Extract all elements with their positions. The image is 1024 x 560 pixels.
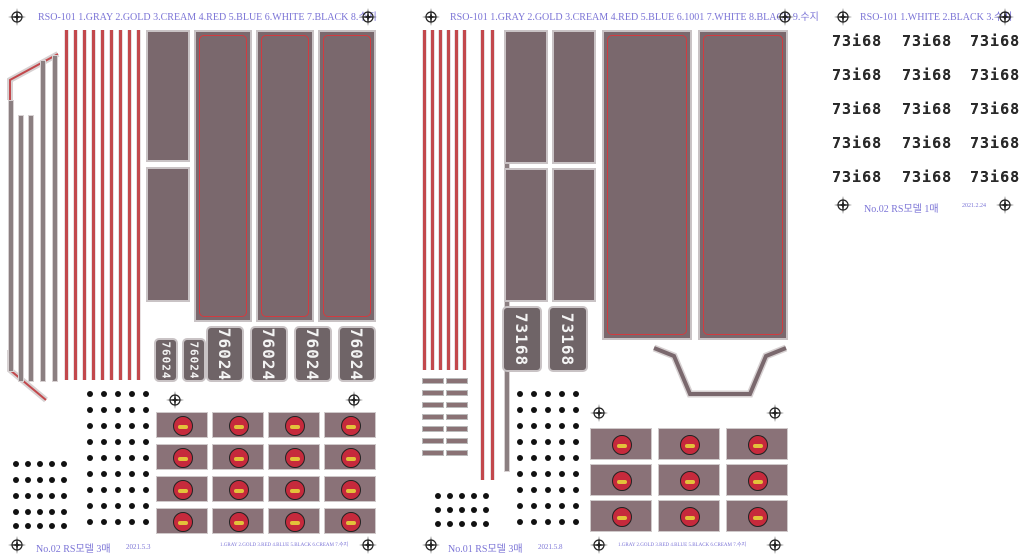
registration-compass-icon [359, 8, 377, 26]
registration-compass-icon [8, 536, 26, 554]
registration-compass-icon [422, 536, 440, 554]
sheet-header: RSO-101 1.GRAY 2.GOLD 3.CREAM 4.RED 5.BL… [450, 12, 819, 23]
number-plate: 73168 [548, 306, 588, 372]
number-plate: 76024 [338, 326, 376, 382]
number-plate: 76024 [206, 326, 244, 382]
side-panel [146, 30, 190, 162]
body-panel [318, 30, 376, 322]
registration-compass-icon [766, 536, 784, 554]
cab-number-decal: 73i68 [832, 100, 883, 118]
registration-compass-icon [422, 8, 440, 26]
emblem-grid [156, 412, 378, 534]
cab-number-decal: 73i68 [970, 66, 1021, 84]
number-plate: 73168 [502, 306, 542, 372]
number-plate: 76024 [250, 326, 288, 382]
side-panel [552, 30, 596, 164]
red-stripe-group [64, 30, 144, 380]
registration-compass-icon [345, 391, 363, 409]
side-strip [8, 100, 14, 372]
cab-number-decal: 73i68 [832, 32, 883, 50]
sheet-header: RSO-101 1.WHITE 2.BLACK 3.수지 [860, 12, 1013, 23]
registration-compass-icon [834, 8, 852, 26]
cab-number-decal: 73i68 [832, 134, 883, 152]
body-panel [194, 30, 252, 322]
rivet-decal-grid [13, 461, 67, 529]
side-panel [552, 168, 596, 302]
sheet-header: RSO-101 1.GRAY 2.GOLD 3.CREAM 4.RED 5.BL… [38, 12, 377, 23]
body-panel [256, 30, 314, 322]
cab-number-decal: 73i68 [902, 100, 953, 118]
registration-compass-icon [166, 391, 184, 409]
side-panel [504, 30, 548, 164]
cab-number-decal: 73i68 [970, 168, 1021, 186]
cab-number-decal: 73i68 [902, 134, 953, 152]
number-plate: 76024 [294, 326, 332, 382]
decal-sheet-middle: RSO-101 1.GRAY 2.GOLD 3.CREAM 4.RED 5.BL… [418, 0, 819, 560]
registration-compass-icon [996, 8, 1014, 26]
body-panel [602, 30, 692, 340]
cab-number-decal: 73i68 [970, 100, 1021, 118]
sheet-footer-colors: 1.GRAY 2.GOLD 3.RED 4.BLUE 5.BLACK 6.CRE… [220, 543, 349, 548]
side-strip [28, 115, 34, 382]
registration-compass-icon [590, 404, 608, 422]
rivet-decal-grid [87, 391, 149, 525]
cab-number-decal: 73i68 [970, 32, 1021, 50]
rivet-decal-grid [517, 391, 579, 525]
side-strip [18, 115, 24, 382]
cab-number-decal: 73i68 [902, 168, 953, 186]
sheet-footer-model: No.01 RS모델 3매 [448, 544, 523, 555]
registration-compass-icon [8, 8, 26, 26]
side-strip [40, 60, 46, 382]
cab-number-decal: 73i68 [832, 168, 883, 186]
number-plate: 76024 [182, 338, 206, 382]
cab-number-decal: 73i68 [832, 66, 883, 84]
number-plate: 76024 [154, 338, 178, 382]
cab-number-decal: 73i68 [970, 134, 1021, 152]
side-strip [52, 55, 58, 382]
body-panel [698, 30, 788, 340]
sheet-footer-colors: 1.GRAY 2.GOLD 3.RED 4.BLUE 5.BLACK 6.CRE… [618, 543, 747, 548]
sheet-footer-model: No.02 RS모델 3매 [36, 544, 111, 555]
red-stripe-group [422, 30, 502, 480]
sheet-footer-date: 2021.5.8 [538, 543, 563, 551]
sheet-footer-date: 2021.5.3 [126, 543, 151, 551]
registration-compass-icon [996, 196, 1014, 214]
side-panel [504, 168, 548, 302]
registration-compass-icon [766, 404, 784, 422]
bracket-decal [652, 344, 788, 398]
cab-number-decal: 73i68 [902, 66, 953, 84]
decal-sheet-left: RSO-101 1.GRAY 2.GOLD 3.CREAM 4.RED 5.BL… [0, 0, 385, 560]
mini-plate-column [422, 378, 470, 478]
sheet-footer-model: No.02 RS모델 1매 [864, 204, 939, 215]
emblem-grid [590, 428, 790, 538]
side-panel [146, 167, 190, 302]
sheet-footer-date: 2021.2.24 [962, 203, 986, 209]
rivet-decal-grid [435, 493, 489, 527]
registration-compass-icon [590, 536, 608, 554]
decal-sheet-right: RSO-101 1.WHITE 2.BLACK 3.수지 73i68 73i68… [830, 0, 1020, 560]
registration-compass-icon [834, 196, 852, 214]
registration-compass-icon [776, 8, 794, 26]
registration-compass-icon [359, 536, 377, 554]
cab-number-decal: 73i68 [902, 32, 953, 50]
